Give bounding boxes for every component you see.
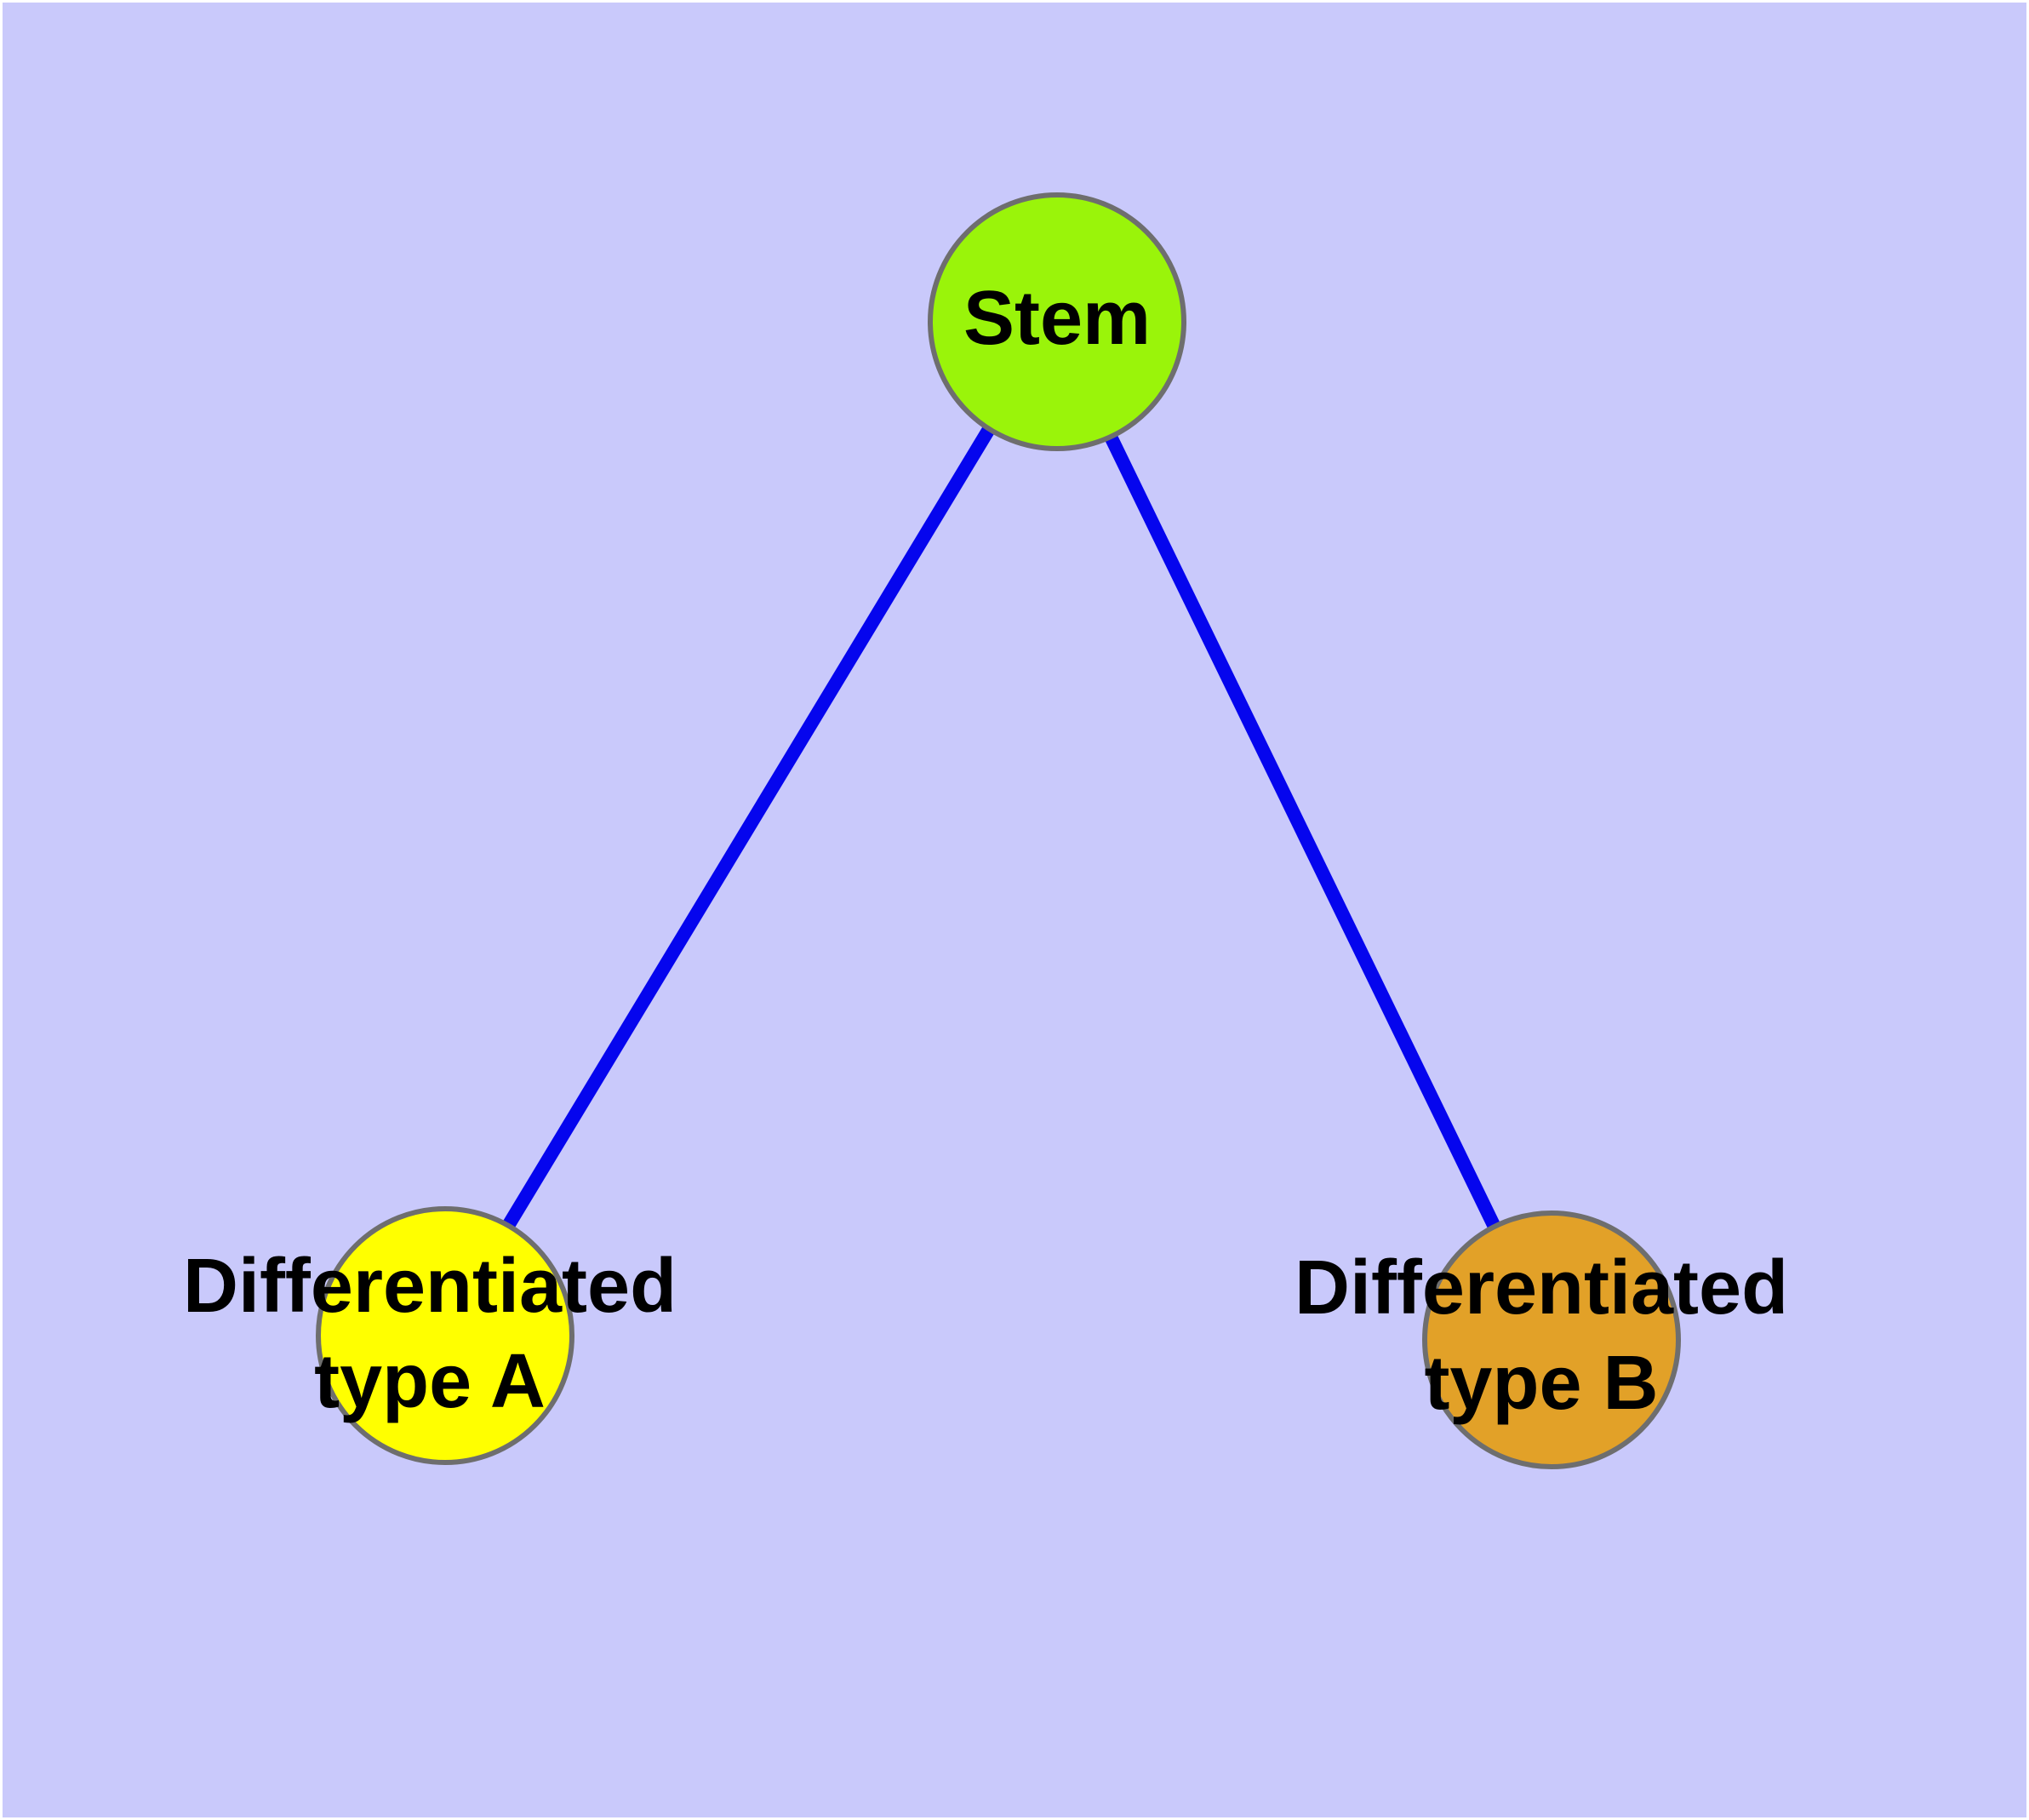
node-differentiated-type-b[interactable]	[1422, 1210, 1681, 1469]
node-differentiated-type-b-label: Differentiated type B	[1294, 1245, 1789, 1426]
node-differentiated-type-a-label: Differentiated type A	[182, 1244, 677, 1424]
node-differentiated-type-a[interactable]	[316, 1206, 574, 1465]
edge-stem-to-type-b	[1048, 318, 1554, 1340]
edges-layer	[437, 317, 1554, 1340]
edge-stem-to-type-a	[437, 317, 1060, 1336]
node-stem[interactable]	[928, 192, 1186, 451]
node-stem-label: Stem	[963, 276, 1152, 361]
